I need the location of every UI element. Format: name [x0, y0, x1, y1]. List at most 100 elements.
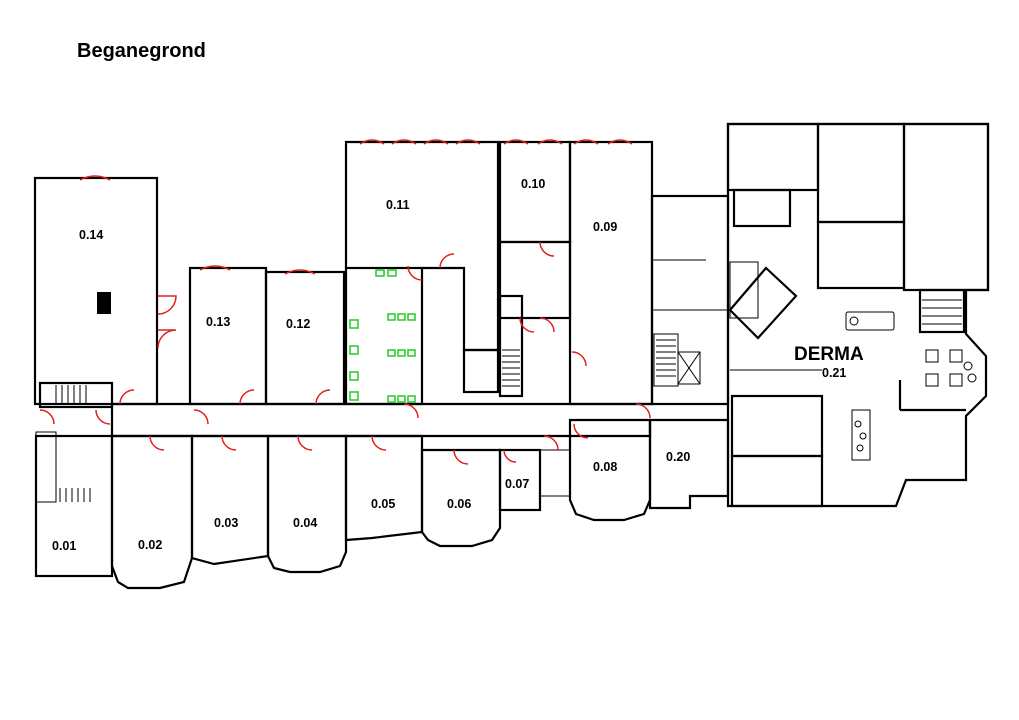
toilet-icon [349, 391, 359, 401]
wall-room-0-04 [266, 434, 348, 574]
window-mark [607, 139, 633, 145]
toilet-icon [397, 313, 406, 321]
tenant-label: DERMA [794, 344, 864, 365]
room-label-0-20: 0.20 [666, 450, 690, 464]
door-swing [571, 351, 587, 367]
toilet-icon [349, 345, 359, 355]
wall-derma-toilet [729, 261, 759, 319]
door-swing [519, 317, 535, 333]
door-swing [635, 403, 651, 419]
toilet-icon [387, 269, 397, 277]
wall-stair-right [918, 288, 966, 334]
room-label-0-14: 0.14 [79, 228, 103, 242]
wall-room-0-14 [33, 176, 159, 406]
wall-derma-room-e [730, 394, 824, 458]
door-swing [119, 389, 135, 405]
chair [949, 349, 963, 363]
room-label-0-13: 0.13 [206, 315, 230, 329]
wall-room-0-02 [110, 434, 194, 590]
table-detail [854, 420, 862, 428]
wall-connector [650, 194, 730, 406]
door-swing [157, 329, 177, 349]
stair-treads-left [55, 385, 91, 502]
room-label-0-06: 0.06 [447, 497, 471, 511]
room-label-0-11: 0.11 [386, 198, 410, 212]
room-label-0-12: 0.12 [286, 317, 310, 331]
room-label-0-07: 0.07 [505, 477, 529, 491]
fixture-circle [963, 361, 973, 371]
table-detail [856, 444, 864, 452]
walls [33, 122, 990, 590]
wall-room-0-20 [648, 418, 730, 510]
wall-stair-mid [498, 294, 524, 398]
door-swing [503, 449, 517, 463]
wall-room-0-12 [264, 270, 346, 406]
wall-derma-room-b [816, 122, 906, 224]
window-mark [79, 175, 111, 181]
door-swing [439, 253, 455, 269]
toilet-icon [375, 269, 385, 277]
reception-desk [845, 311, 895, 331]
wall-room-0-03 [190, 434, 270, 566]
room-label-0-21: 0.21 [822, 366, 846, 380]
wall-line [677, 351, 701, 385]
chair [925, 349, 939, 363]
column-block [97, 292, 111, 314]
door-swing [453, 449, 469, 465]
door-swing [297, 435, 313, 451]
door-swing [539, 317, 555, 333]
toilet-icon [407, 313, 416, 321]
toilet-icon [407, 395, 416, 403]
fixture-circle [967, 373, 977, 383]
room-label-0-08: 0.08 [593, 460, 617, 474]
door-swing [315, 389, 331, 405]
wall-room-0-13 [188, 266, 268, 406]
wall-derma-core [728, 266, 798, 340]
page-title: Beganegrond [77, 40, 206, 62]
chair [949, 373, 963, 387]
toilet-icon [349, 371, 359, 381]
wall-stair-left [38, 381, 114, 409]
window-mark [359, 139, 385, 145]
wall-stair-connector [653, 333, 679, 387]
door-swing [239, 389, 255, 405]
toilet-icon [397, 349, 406, 357]
room-label-0-04: 0.04 [293, 516, 317, 530]
toilet-icon [397, 395, 406, 403]
door-swing [149, 435, 165, 451]
window-mark [423, 139, 449, 145]
toilet-icon [349, 319, 359, 329]
toilet-icon [407, 349, 416, 357]
door-swing [371, 435, 387, 451]
door-swing [539, 241, 555, 257]
wall-derma-room-a [726, 122, 820, 192]
wall-derma-small [732, 188, 792, 228]
door-swing [573, 423, 589, 439]
fixtures [55, 292, 977, 502]
door-swing [221, 435, 237, 451]
wall-toilets [344, 266, 424, 406]
wall-lift [677, 351, 701, 385]
room-label-0-01: 0.01 [52, 539, 76, 553]
door-swing [193, 409, 209, 425]
room-labels: 0.14 0.13 0.12 0.11 0.10 0.09 0.01 0.02 … [52, 177, 864, 553]
door-swing [39, 409, 55, 425]
wall-derma-room-d [902, 122, 990, 292]
window-mark [537, 139, 563, 145]
door-swing [157, 295, 177, 315]
window-mark [503, 139, 529, 145]
wall-small-left [35, 431, 57, 503]
toilet-icon [387, 313, 396, 321]
door-swing [95, 409, 111, 425]
table-detail [859, 432, 867, 440]
wall-room-0-09 [568, 140, 654, 406]
wall-room-0-05 [344, 434, 424, 542]
window-mark [391, 139, 417, 145]
sanitary-fixtures [349, 269, 416, 403]
stair-treads-mid [502, 299, 962, 387]
room-label-0-09: 0.09 [593, 220, 617, 234]
wall-room-0-10 [498, 140, 572, 244]
toilet-icon [387, 349, 396, 357]
